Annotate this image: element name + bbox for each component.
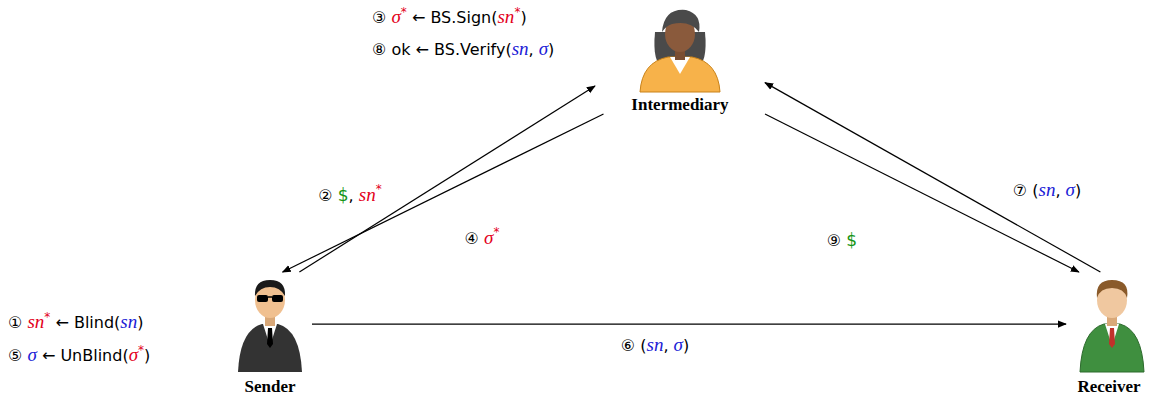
math-variable: σ* bbox=[129, 344, 144, 365]
math-variable: σ* bbox=[484, 227, 499, 248]
math-variable: sn* bbox=[27, 311, 50, 332]
step-annotation: ⑤ σ ← UnBlind(σ*) bbox=[8, 344, 150, 367]
text-run: ) bbox=[144, 346, 150, 365]
blind-mark: * bbox=[138, 343, 144, 357]
step-annotation: ③ σ* ← BS.Sign(sn*) bbox=[372, 6, 527, 29]
text-run: ) bbox=[1075, 181, 1081, 200]
sender-person-part bbox=[267, 328, 273, 348]
blind-mark: * bbox=[44, 310, 50, 324]
text-run: ③ bbox=[372, 8, 391, 27]
text-run: , bbox=[1055, 181, 1065, 200]
text-run: ⑥ ( bbox=[621, 336, 647, 355]
person-node: Sender bbox=[228, 272, 312, 396]
message-label: ⑥ (sn, σ) bbox=[618, 334, 692, 357]
sender-person bbox=[238, 280, 302, 372]
intermediary-person-part bbox=[662, 10, 699, 32]
text-run: ① bbox=[8, 313, 27, 332]
math-variable: σ bbox=[674, 334, 683, 355]
receiver-person-part bbox=[1080, 324, 1144, 372]
payment-symbol: $ bbox=[338, 185, 349, 205]
sender-person-part bbox=[255, 280, 285, 296]
blind-mark: * bbox=[514, 5, 520, 19]
text-run: ④ bbox=[465, 229, 484, 248]
intermediary-person-part bbox=[640, 57, 720, 92]
sender-person-part bbox=[268, 296, 272, 298]
math-variable: σ* bbox=[391, 6, 406, 27]
math-variable: σ bbox=[1066, 179, 1075, 200]
math-variable: sn* bbox=[359, 184, 382, 205]
sender-person-part bbox=[272, 295, 283, 302]
sender-person-part bbox=[257, 295, 268, 302]
text-run: , bbox=[529, 40, 539, 59]
sender-person-part bbox=[238, 324, 302, 372]
payment-symbol: $ bbox=[846, 230, 857, 250]
text-run: ) bbox=[520, 8, 526, 27]
text-run: ② bbox=[318, 186, 337, 205]
intermediary-person bbox=[640, 10, 720, 92]
person-name: Sender bbox=[245, 378, 296, 396]
message-label: ⑦ (sn, σ) bbox=[1010, 179, 1084, 202]
text-run: ⑧ ok ← BS.Verify( bbox=[372, 40, 512, 59]
message-arrow bbox=[283, 114, 604, 272]
text-run: ) bbox=[137, 313, 143, 332]
text-run: ) bbox=[683, 336, 689, 355]
text-run: ← UnBlind( bbox=[37, 346, 129, 365]
message-label: ⑨ $ bbox=[824, 229, 860, 252]
text-run: ⑨ bbox=[827, 231, 846, 250]
text-run: ⑤ bbox=[8, 346, 27, 365]
message-arrow bbox=[312, 323, 1066, 324]
blind-mark: * bbox=[401, 5, 407, 19]
receiver-person-part bbox=[1109, 328, 1115, 348]
math-variable: sn* bbox=[497, 6, 520, 27]
math-variable: sn bbox=[512, 38, 529, 59]
step-annotation: ⑧ ok ← BS.Verify(sn, σ) bbox=[372, 38, 554, 61]
person-node: Intermediary bbox=[595, 2, 765, 114]
message-arrow bbox=[765, 114, 1079, 272]
person-node: Receiver bbox=[1066, 272, 1152, 396]
message-label: ② $, sn* bbox=[315, 184, 384, 207]
text-run: ← BS.Sign( bbox=[407, 8, 498, 27]
person-name: Intermediary bbox=[631, 96, 728, 114]
person-name: Receiver bbox=[1077, 378, 1140, 396]
math-variable: σ bbox=[539, 38, 548, 59]
message-arrow bbox=[299, 86, 595, 272]
message-arrow bbox=[765, 83, 1100, 272]
blind-mark: * bbox=[493, 225, 499, 239]
blind-mark: * bbox=[376, 182, 382, 196]
math-variable: sn bbox=[1038, 179, 1055, 200]
text-run: ← Blind( bbox=[50, 313, 120, 332]
step-annotation: ① sn* ← Blind(sn) bbox=[8, 311, 143, 334]
math-variable: sn bbox=[120, 311, 137, 332]
message-label: ④ σ* bbox=[462, 227, 503, 250]
text-run: ) bbox=[548, 40, 554, 59]
text-run: , bbox=[349, 186, 359, 205]
math-variable: sn bbox=[646, 334, 663, 355]
text-run: ⑦ ( bbox=[1013, 181, 1039, 200]
text-run: , bbox=[663, 336, 673, 355]
math-variable: σ bbox=[27, 344, 36, 365]
receiver-person-part bbox=[1097, 280, 1128, 298]
receiver-person bbox=[1080, 280, 1144, 372]
